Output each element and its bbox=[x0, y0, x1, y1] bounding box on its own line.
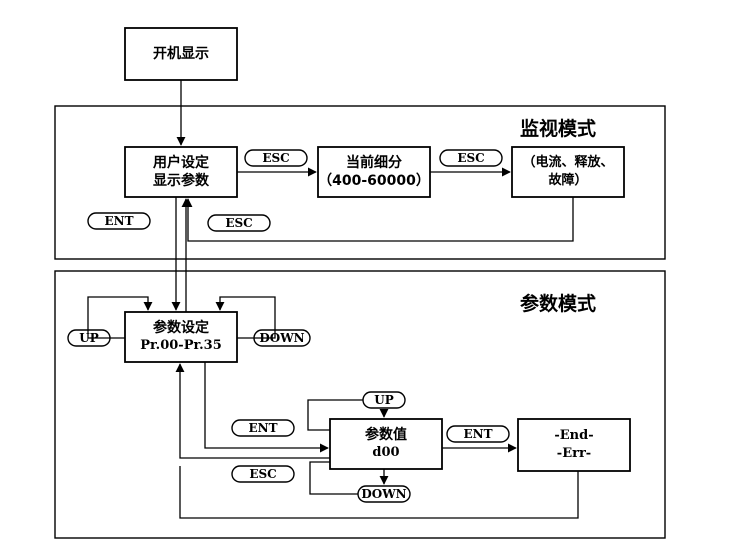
value-down-label: DOWN bbox=[361, 487, 407, 501]
esc-label-1: ESC bbox=[262, 151, 290, 165]
param-value-box bbox=[329, 418, 443, 470]
ent-pill-monitor bbox=[87, 212, 151, 230]
ent-label-param-2: ENT bbox=[463, 427, 493, 441]
arrow-value-to-param bbox=[175, 363, 330, 459]
value-up-label: UP bbox=[374, 393, 394, 407]
ent-label-param-1: ENT bbox=[248, 421, 278, 435]
arrow-status-return bbox=[183, 197, 574, 242]
esc-pill-2 bbox=[439, 149, 503, 167]
result-box bbox=[517, 418, 631, 472]
subdivision-box bbox=[317, 146, 431, 198]
param-mode-frame bbox=[54, 270, 666, 539]
monitor-mode-frame bbox=[54, 105, 666, 260]
esc-label-param: ESC bbox=[249, 467, 277, 481]
user-display-box bbox=[124, 146, 238, 198]
arrow-up-loop bbox=[87, 296, 153, 339]
arrow-param-to-value bbox=[204, 362, 329, 453]
param-mode-title: 参数模式 bbox=[520, 293, 597, 315]
arrow-value-down-loop bbox=[309, 461, 358, 495]
esc-label-3: ESC bbox=[225, 216, 253, 230]
arrow-result-to-param bbox=[179, 466, 579, 519]
ent-pill-param-2 bbox=[446, 425, 510, 443]
esc-pill-1 bbox=[244, 149, 308, 167]
monitor-mode-title: 监视模式 bbox=[520, 118, 597, 140]
esc-pill-3 bbox=[207, 214, 271, 232]
status-box bbox=[511, 146, 625, 198]
arrow-value-up-loop bbox=[307, 399, 363, 431]
down-label: DOWN bbox=[259, 331, 305, 345]
param-set-box bbox=[124, 311, 238, 363]
ent-pill-param-1 bbox=[231, 419, 295, 437]
arrow-down-loop bbox=[215, 296, 276, 339]
ent-label-monitor: ENT bbox=[104, 214, 134, 228]
esc-pill-param bbox=[231, 465, 295, 483]
boot-box bbox=[124, 27, 238, 81]
up-label: UP bbox=[79, 331, 99, 345]
esc-label-2: ESC bbox=[457, 151, 485, 165]
